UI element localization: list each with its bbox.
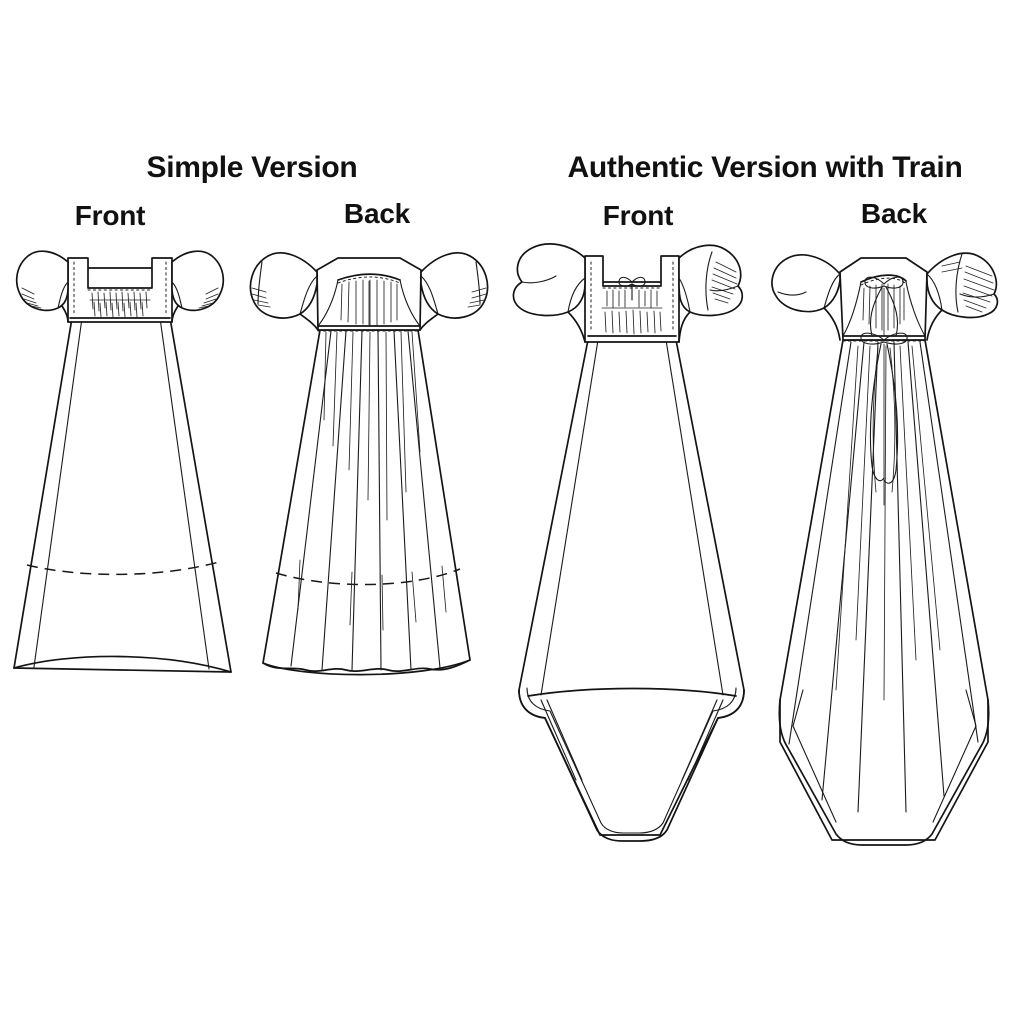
simple-front-shirring (89, 291, 151, 318)
simple-front-sleeve-right-fold (171, 281, 183, 309)
authentic-front-train-edge (518, 689, 745, 842)
simple-front-hem (13, 655, 232, 673)
authentic-front-bow-loop-left (618, 276, 633, 287)
simple-back-sleeve-left (249, 252, 318, 319)
authentic-back-bodice-side-left (842, 281, 862, 337)
authentic-back-ribbon-tail-inner-left (872, 347, 879, 493)
simple-back-sleeve-right-fold (420, 275, 439, 315)
authentic-front-train-seam-right2 (681, 699, 718, 781)
simple-back-hem-tuck-dashed (275, 568, 461, 586)
authentic-front-sleeve-left-fold2 (567, 277, 586, 313)
authentic-front-train-seam-left (540, 699, 577, 781)
view-label-authentic-front: Front (603, 200, 674, 231)
authentic-back-bow-waist-loop-right (883, 332, 908, 345)
simple-back-sleeve-left-fold (299, 275, 318, 315)
simple-front-seam-left (33, 317, 83, 668)
simple-back-sleeve-right (420, 252, 489, 319)
authentic-back-sleeve-right-cuff-gathers (941, 261, 995, 313)
authentic-back-train-edge (778, 699, 990, 846)
simple-front-armhole-left (61, 305, 69, 323)
authentic-front-sleeve-right-cuff-gathers (711, 261, 738, 304)
simple-back-neckline (337, 273, 401, 281)
view-label-simple-front: Front (75, 200, 146, 231)
authentic-back-sleeve-right-fold (926, 273, 943, 311)
authentic-back-sleeve-right-panel (955, 253, 963, 313)
simple-back-neckline-stitch (337, 276, 401, 284)
authentic-front-seam-right (665, 339, 724, 696)
simple-back-bodice-gathers (340, 279, 398, 327)
authentic-back-bow-top-loop-right (883, 276, 904, 289)
authentic-front-sleeve-right-cuffband (709, 285, 739, 292)
figure-simple-front (13, 250, 232, 673)
authentic-back-tie-upper-left (869, 286, 883, 337)
authentic-back-train-seam-left (792, 689, 837, 823)
authentic-back-bodice-side-right (905, 281, 926, 337)
version-title-authentic: Authentic Version with Train (568, 151, 963, 184)
simple-front-sleeve-right-cuff-gathers (198, 287, 219, 309)
authentic-back-ribbon-tail-inner-right (889, 347, 896, 493)
authentic-back-armhole-left (823, 307, 841, 341)
simple-back-bodice-side-left (317, 279, 339, 327)
authentic-front-sleeve-right-panel (705, 251, 713, 311)
authentic-back-sleeve-left (771, 254, 841, 313)
view-label-authentic-back: Back (861, 198, 928, 229)
simple-back-waist-gathers (297, 331, 447, 631)
simple-back-sleeve-right-cuffband (475, 261, 481, 305)
figure-authentic-front (512, 243, 745, 842)
authentic-front-shirring (601, 289, 663, 335)
authentic-front-seam-left (540, 339, 599, 696)
authentic-back-armhole-right (926, 309, 943, 341)
authentic-back-skirt-inner-folds (835, 345, 941, 701)
simple-back-sleeve-right-cuff (467, 287, 487, 308)
simple-front-sleeve-left (15, 250, 69, 312)
simple-front-hem-tuck-dashed (26, 561, 220, 576)
simple-front-sleeve-left-fold (57, 281, 69, 309)
authentic-front-train-seam-left2 (546, 699, 583, 781)
simple-back-bodice-side-right (399, 279, 421, 327)
simple-back-skirt-folds (290, 330, 441, 671)
simple-front-sleeve-right (171, 250, 225, 312)
simple-front-sleeve-left-cuff-gathers (21, 287, 42, 309)
simple-back-armhole-left (299, 313, 319, 331)
authentic-front-armhole-right (678, 311, 691, 343)
authentic-front-train-inner-edge (526, 687, 737, 834)
authentic-back-bow-waist-loop-left (860, 332, 885, 345)
authentic-back-bow-top-loop-left (864, 276, 885, 289)
authentic-back-tie-upper-right (885, 286, 899, 337)
authentic-front-bow-loop-right (631, 276, 646, 287)
simple-front-seam-right (159, 317, 210, 670)
authentic-back-sleeve-left-cuffband (777, 291, 807, 296)
version-title-simple: Simple Version (147, 151, 358, 184)
figure-authentic-back (771, 252, 999, 846)
view-label-simple-back: Back (344, 198, 411, 229)
authentic-back-sleeve-right (926, 252, 999, 319)
authentic-back-skirt-folds (788, 341, 979, 813)
authentic-front-sleeve-right-fold (678, 277, 691, 313)
simple-back-hem-scallop (262, 659, 471, 672)
simple-back-armhole-right (419, 313, 439, 331)
simple-back-sleeve-left-cuffband (257, 261, 263, 305)
authentic-front-sleeve-left-fold (521, 275, 557, 284)
authentic-back-neckline-stitch (860, 277, 907, 286)
authentic-front-train-fold (527, 687, 737, 697)
authentic-front-train-seam-right (687, 699, 724, 781)
authentic-front-armhole-left (567, 311, 586, 343)
authentic-back-sleeve-left-fold (823, 273, 841, 309)
simple-front-armhole-right (171, 305, 179, 323)
figure-simple-back (249, 252, 489, 676)
authentic-back-bodice (839, 257, 928, 341)
